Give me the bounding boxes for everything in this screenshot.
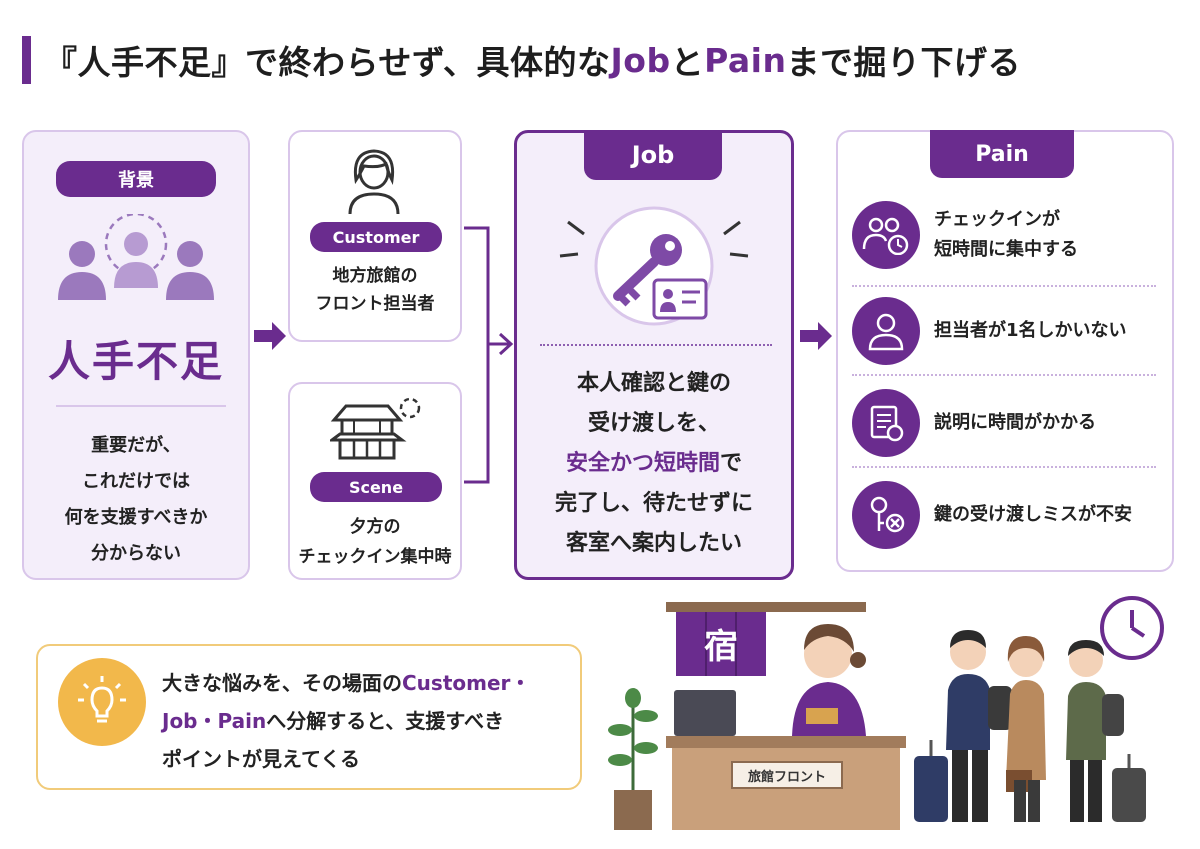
divider [852,466,1156,468]
tip-text: 大きな悩みを、その場面のCustomer・ Job・Painへ分解すると、支援す… [162,671,531,771]
title-part3: まで掘り下げる [786,43,1021,82]
divider [56,405,226,407]
pain-item: 担当者が1名しかいない [852,292,1156,370]
document-chat-icon [852,389,920,457]
noren-curtain: 宿 [676,612,766,676]
noren-text: 宿 [704,627,738,667]
pain-item: 鍵の受け渡しミスが不安 [852,476,1156,554]
desk-sign-text: 旅館フロント [748,769,826,785]
reception-illustration: 宿 旅館フロント [608,596,1164,830]
scene-label: Scene [310,472,442,502]
person-icon [852,297,920,365]
divider [852,374,1156,376]
guest-2 [1006,636,1046,822]
woman-icon [348,149,400,215]
title-accent-bar [22,36,31,84]
job-label: Job [584,130,722,180]
pain-label: Pain [930,130,1074,178]
pain-item: 説明に時間がかかる [852,384,1156,462]
title-part2: と [670,43,705,82]
customer-label: Customer [310,222,442,252]
job-card [514,130,794,580]
title-part1: 『人手不足』で終わらせず、具体的な [44,43,611,82]
plant [608,688,658,830]
guest-3 [1066,640,1146,822]
clock-icon [1100,596,1164,660]
pain-item: チェックインが 短時間に集中する [852,196,1156,274]
guest-1 [914,630,1012,822]
background-card [22,130,250,580]
job-divider [540,344,772,346]
key-id-card-icon [559,206,749,326]
customer-description: 地方旅館の フロント担当者 [315,266,435,314]
job-description: 本人確認と鍵の 受け渡しを、 安全かつ短時間で 完了し、待たせずに 客室へ案内し… [554,371,753,556]
people-clock-icon [852,201,920,269]
arrow-right-icon [254,322,286,350]
inn-building-icon [330,397,421,460]
people-group-icon [58,214,214,300]
divider [852,285,1156,287]
background-description: 重要だが、 これだけでは 何を支援すべきか 分からない [64,435,208,564]
title-job: Job [610,40,671,80]
receptionist [792,624,866,736]
scene-description: 夕方の チェックイン集中時 [298,517,452,567]
arrow-right-icon [800,322,832,350]
background-label: 背景 [56,161,216,197]
background-main: 人手不足 [47,337,224,386]
title-pain: Pain [704,40,787,80]
lightbulb-icon [58,658,146,746]
key-x-icon [852,481,920,549]
bracket-connector-icon [464,226,514,484]
